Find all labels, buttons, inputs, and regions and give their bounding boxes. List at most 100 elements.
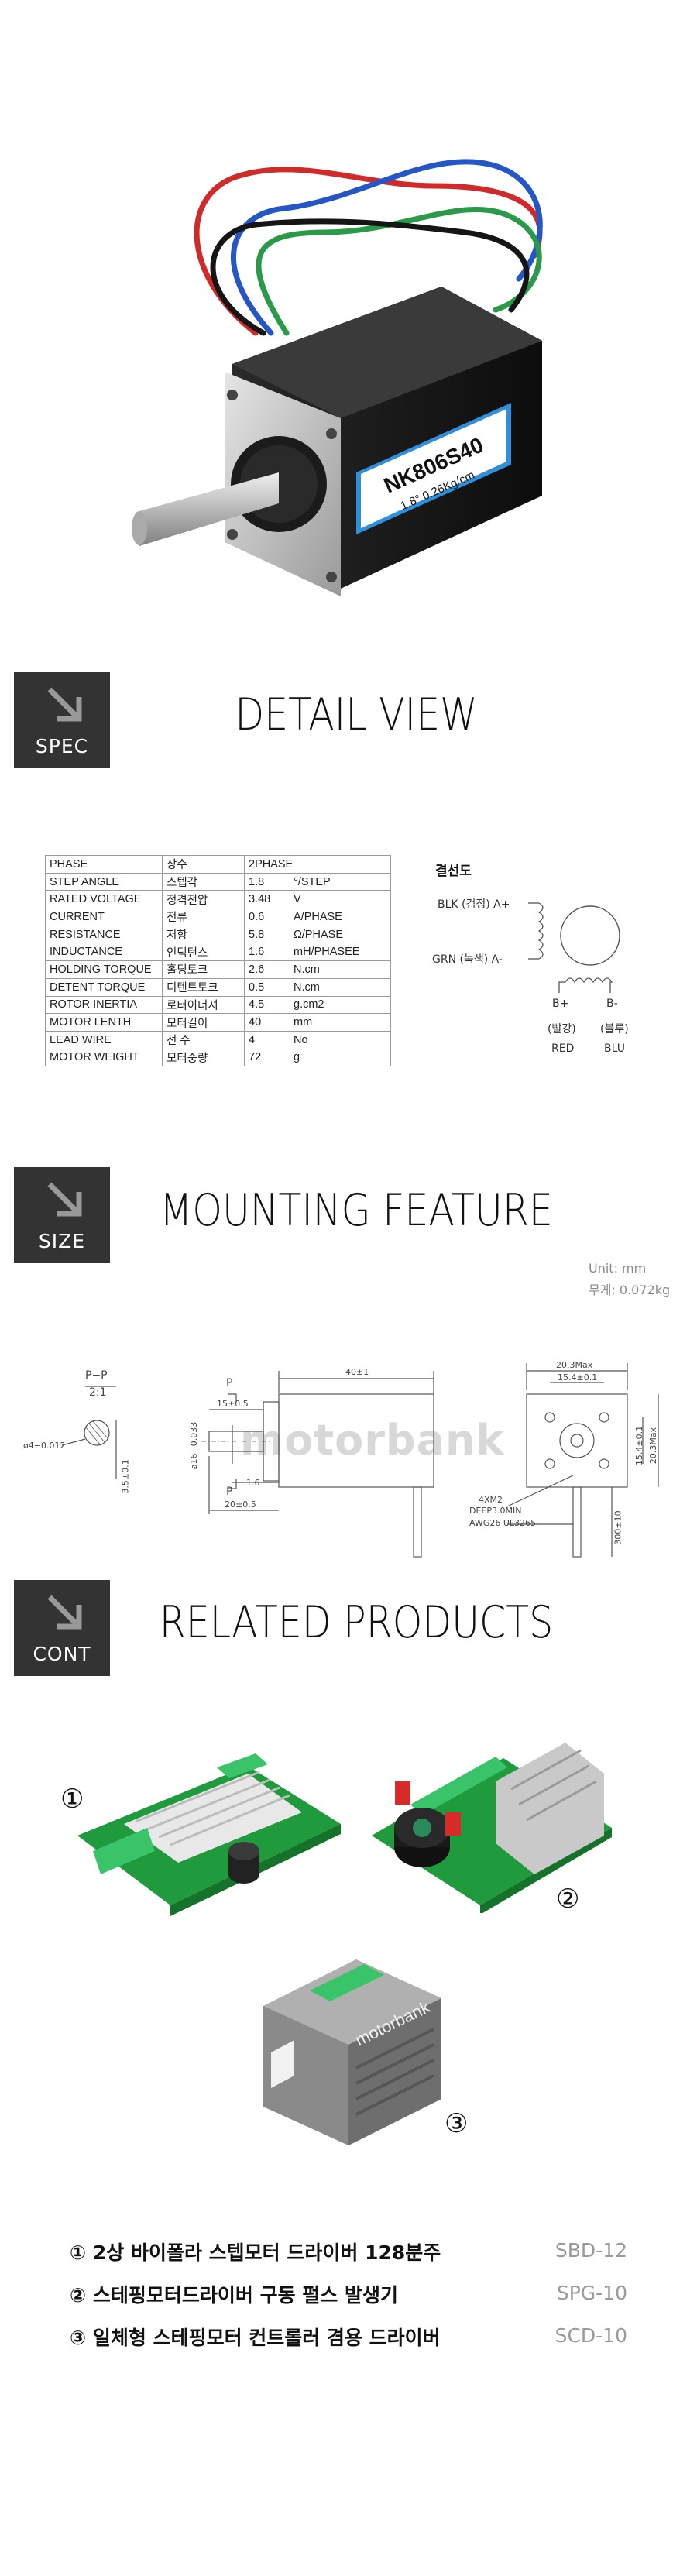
- dim-16: ø16−0.033: [189, 1421, 200, 1470]
- spec-cell: 홀딩토크: [162, 960, 245, 979]
- spec-cell: 모터중량: [162, 1048, 245, 1067]
- dim-20-3-max: 20.3Max: [556, 1360, 593, 1370]
- spec-cell: 저항: [162, 925, 245, 944]
- spec-cell: g.cm2: [290, 995, 391, 1015]
- spec-cell: 0.6: [244, 908, 290, 926]
- spec-cell: 2PHASE: [244, 855, 391, 874]
- spec-cell: CURRENT: [45, 908, 163, 926]
- spec-cell: 3.48: [244, 890, 290, 909]
- spec-cell: mH/PHASEE: [290, 943, 391, 962]
- lead-length-dim: 300±10: [613, 1510, 623, 1545]
- spec-cell: mm: [290, 1013, 391, 1032]
- spec-cell: 1.8: [244, 872, 290, 891]
- size-badge-label: SIZE: [38, 1230, 86, 1252]
- motorbank-watermark: motorbank: [240, 1416, 505, 1465]
- weight-label: 무게: 0.072kg: [589, 1283, 671, 1297]
- sbd12-product-image: [77, 1753, 341, 1916]
- product-code: SCD-10: [555, 2324, 627, 2347]
- product-row-sbd12[interactable]: ① 2상 바이폴라 스텝모터 드라이버 128분주 SBD-12: [70, 2238, 627, 2269]
- spec-cell: 1.6: [244, 943, 290, 962]
- stepper-motor-photo: [132, 159, 543, 596]
- wiring-b-plus-kr: (빨강): [548, 1023, 576, 1036]
- dim-40: 40±1: [345, 1367, 369, 1377]
- product-name: ② 스테핑모터드라이버 구동 펄스 발생기: [70, 2284, 398, 2306]
- spec-cell: PHASE: [45, 855, 163, 874]
- mounting-drawing: [61, 1363, 659, 1558]
- spec-cell: °/STEP: [290, 872, 391, 891]
- wiring-a-minus: GRN (녹색) A-: [432, 953, 503, 966]
- spec-cell: 정격전압: [162, 890, 245, 909]
- spec-cell: MOTOR WEIGHT: [45, 1048, 163, 1067]
- screw-spec: 4XM2: [479, 1495, 503, 1505]
- spec-cell: 로터이너셔: [162, 995, 245, 1015]
- spec-section-badge: SPEC: [14, 672, 110, 768]
- spec-cell: 상수: [162, 855, 245, 874]
- unit-label: Unit: mm: [589, 1261, 647, 1276]
- cont-section-badge: CONT: [14, 1580, 110, 1676]
- spec-cell: 스텝각: [162, 872, 245, 891]
- spec-cell: 4.5: [244, 995, 290, 1015]
- spec-cell: 40: [244, 1013, 290, 1032]
- cont-badge-label: CONT: [33, 1643, 91, 1665]
- spec-cell: Ω/PHASE: [290, 925, 391, 944]
- spec-cell: N.cm: [290, 960, 391, 979]
- spec-cell: ROTOR INERTIA: [45, 995, 163, 1015]
- product-name: ① 2상 바이폴라 스텝모터 드라이버 128분주: [70, 2241, 441, 2264]
- spec-cell: g: [290, 1048, 391, 1067]
- dim-20: 20±0.5: [225, 1499, 256, 1510]
- dim-15: 15±0.5: [217, 1399, 249, 1409]
- wiring-b-minus-kr: (블루): [600, 1023, 629, 1036]
- spec-cell: 모터길이: [162, 1013, 245, 1032]
- shaft-diameter-dim: ø4−0.012: [23, 1441, 66, 1451]
- dim-15-4-vertical: 15.4±0.1: [634, 1425, 645, 1466]
- spec-cell: 선 수: [162, 1030, 245, 1049]
- deep-spec: DEEP3.0MIN: [469, 1506, 522, 1516]
- product-row-spg10[interactable]: ② 스테핑모터드라이버 구동 펄스 발생기 SPG-10: [70, 2280, 627, 2311]
- spec-cell: LEAD WIRE: [45, 1030, 163, 1049]
- spec-cell: HOLDING TORQUE: [45, 960, 163, 979]
- spec-cell: 디텐트토크: [162, 977, 245, 997]
- spec-cell: V: [290, 890, 391, 909]
- spec-cell: 0.5: [244, 977, 290, 997]
- wiring-title: 결선도: [435, 864, 472, 879]
- product-marker-3: ③: [445, 2108, 469, 2139]
- spec-cell: 인덕턴스: [162, 943, 245, 962]
- wiring-a-plus: BLK (검정) A+: [438, 898, 510, 911]
- scd10-product-image: [263, 1959, 441, 2145]
- mounting-feature-title: MOUNTING FEATURE: [160, 1185, 553, 1236]
- spec-cell: 4: [244, 1030, 290, 1049]
- wiring-diagram: [528, 902, 620, 993]
- wiring-b-plus: B+: [552, 998, 569, 1010]
- wiring-b-plus-en: RED: [551, 1042, 575, 1055]
- size-section-badge: SIZE: [14, 1167, 110, 1263]
- section-scale: 2:1: [89, 1386, 107, 1399]
- product-marker-2: ②: [556, 1884, 580, 1915]
- spec-badge-label: SPEC: [35, 735, 89, 757]
- product-row-scd10[interactable]: ③ 일체형 스테핑모터 컨트롤러 겸용 드라이버 SCD-10: [70, 2323, 627, 2354]
- spec-cell: DETENT TORQUE: [45, 977, 163, 997]
- section-label: P−P: [85, 1369, 108, 1382]
- spec-cell: MOTOR LENTH: [45, 1013, 163, 1032]
- shaft-flat-dim: 3.5±0.1: [120, 1459, 131, 1494]
- product-name: ③ 일체형 스테핑모터 컨트롤러 겸용 드라이버: [70, 2327, 441, 2349]
- spec-cell: 전류: [162, 908, 245, 926]
- dim-1-6: 1.6: [246, 1478, 260, 1488]
- spec-cell: No: [290, 1030, 391, 1049]
- spec-cell: STEP ANGLE: [45, 872, 163, 891]
- wiring-b-minus-en: BLU: [604, 1042, 625, 1055]
- spec-cell: 2.6: [244, 960, 290, 979]
- awg-spec: AWG26 UL3265: [469, 1518, 536, 1528]
- section-p-top: P: [226, 1377, 233, 1389]
- detail-view-title: DETAIL VIEW: [235, 689, 478, 740]
- dim-15-4: 15.4±0.1: [558, 1372, 598, 1382]
